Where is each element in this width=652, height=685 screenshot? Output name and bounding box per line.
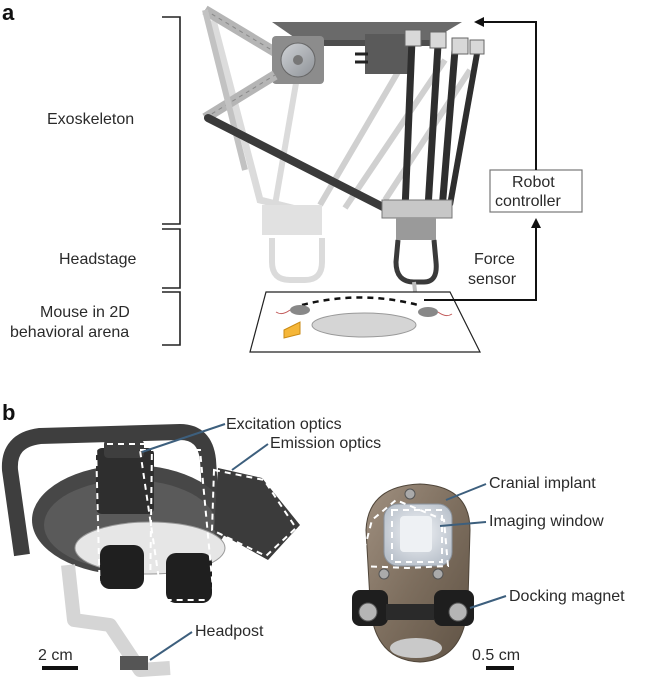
exoskeleton-bracket xyxy=(162,16,181,346)
scale-bar-left-label: 2 cm xyxy=(38,647,73,664)
exoskeleton-label: Exoskeleton xyxy=(47,111,134,128)
imaging-window-pointer xyxy=(439,521,487,527)
force-sensor-label-line2: sensor xyxy=(468,271,517,288)
excitation-optics-pointer xyxy=(141,423,226,453)
docking-magnet-label: Docking magnet xyxy=(509,588,625,605)
scale-bar-right xyxy=(486,666,514,670)
mouse-arena-label-line1: Mouse in 2D xyxy=(40,304,130,321)
docking-magnet-pointer xyxy=(469,595,507,609)
panel-b-letter: b xyxy=(2,400,15,425)
headstage-label: Headstage xyxy=(59,251,136,268)
emission-optics-label: Emission optics xyxy=(270,435,381,452)
excitation-optics-label: Excitation optics xyxy=(226,416,342,433)
delta-robot xyxy=(202,5,485,301)
cranial-implant-label: Cranial implant xyxy=(489,475,596,492)
behavioral-arena xyxy=(249,291,481,353)
sensor-to-controller-arrow xyxy=(424,218,541,301)
force-sensor-label-line1: Force xyxy=(474,251,515,268)
scale-bar-left xyxy=(42,666,78,670)
robot-controller-label-line1: Robot xyxy=(512,174,555,191)
headstage-device-photo xyxy=(1,424,300,677)
cranial-implant-photo xyxy=(352,483,474,663)
imaging-window-label: Imaging window xyxy=(489,513,604,530)
mouse-arena-label-line2: behavioral arena xyxy=(10,324,129,341)
scale-bar-right-label: 0.5 cm xyxy=(472,647,520,664)
controller-to-robot-arrow xyxy=(474,17,537,170)
headpost-pointer xyxy=(149,631,193,661)
robot-controller-label-line2: controller xyxy=(495,193,561,210)
emission-optics-pointer xyxy=(231,443,269,471)
headpost-label: Headpost xyxy=(195,623,264,640)
cranial-implant-pointer xyxy=(445,483,487,501)
panel-a-letter: a xyxy=(2,0,15,25)
robot-controller-box xyxy=(489,169,583,213)
robot-ghost-pose xyxy=(209,19,473,283)
